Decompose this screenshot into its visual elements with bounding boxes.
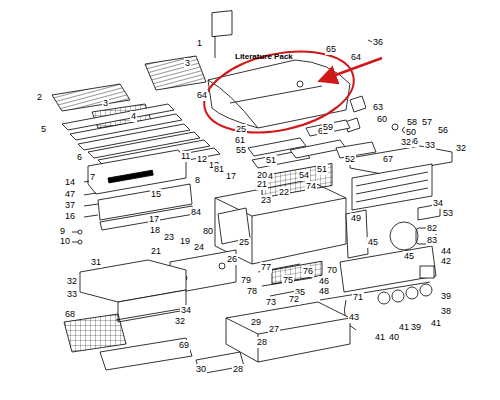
callout-number: 73 — [265, 297, 277, 308]
callout-number: 21 — [256, 179, 268, 190]
callout-number: 68 — [64, 309, 76, 320]
callout-number: 2 — [36, 92, 43, 103]
callout-number: 32 — [66, 276, 78, 287]
callout-number: 57 — [421, 117, 433, 128]
callout-number: 38 — [440, 306, 452, 317]
callout-number: 27 — [268, 324, 280, 335]
callout-number: 83 — [426, 235, 438, 246]
callout-number: 17 — [148, 214, 160, 225]
callout-number: 30 — [195, 364, 207, 375]
callout-number: 11 — [180, 151, 191, 162]
callout-number: 5 — [40, 124, 47, 135]
callout-number: 79 — [240, 275, 252, 286]
callout-number: 65 — [325, 44, 337, 55]
callout-number: 45 — [367, 237, 379, 248]
callout-number: 84 — [190, 207, 202, 218]
callout-number: 28 — [232, 364, 244, 375]
part-name: Literature Pack — [234, 51, 294, 62]
callout-number: 15 — [150, 189, 162, 200]
callout-number: 70 — [326, 265, 338, 276]
callout-number: 26 — [226, 254, 238, 265]
callout-number: 37 — [64, 200, 76, 211]
callout-number: 23 — [260, 195, 272, 206]
callout-number: 40 — [388, 332, 400, 343]
callout-number: 18 — [149, 225, 161, 236]
callout-number: 28 — [256, 337, 268, 348]
callout-number: 39 — [410, 322, 422, 333]
callout-number: 45 — [403, 251, 415, 262]
callout-number: 55 — [235, 145, 247, 156]
callout-number: 32 — [174, 316, 186, 327]
callout-number: 60 — [376, 114, 388, 125]
callout-number: 51 — [265, 155, 277, 166]
callout-number: 64 — [350, 52, 362, 63]
callout-number: 3 — [102, 98, 109, 109]
callout-number: 78 — [246, 286, 258, 297]
callout-number: 43 — [348, 312, 360, 323]
callout-number: 21 — [150, 246, 162, 257]
callout-number: 1 — [196, 38, 203, 49]
callout-number: 82 — [426, 223, 438, 234]
callout-number: 34 — [180, 305, 192, 316]
callout-number: 7 — [89, 172, 96, 183]
callout-number: 22 — [278, 187, 290, 198]
callout-number: 81 — [213, 164, 225, 175]
callout-number: 12 — [196, 154, 208, 165]
callout-number: 53 — [442, 208, 454, 219]
callout-number: 80 — [202, 226, 214, 237]
callout-number: 71 — [352, 292, 364, 303]
callout-number: 51 — [316, 164, 328, 175]
callout-number: 14 — [64, 177, 76, 188]
callout-number: 72 — [288, 294, 300, 305]
callout-number: 25 — [235, 124, 247, 135]
callout-number: 8 — [194, 175, 201, 186]
callout-number: 3 — [184, 58, 191, 69]
callout-number: 52 — [344, 154, 356, 165]
callout-number: 29 — [250, 317, 262, 328]
callout-number: 63 — [372, 102, 384, 113]
callout-number: 23 — [163, 232, 175, 243]
callout-number: 41 — [374, 332, 386, 343]
callout-number: 42 — [440, 256, 452, 267]
callout-number: 32 — [455, 143, 467, 154]
callout-number: 4 — [130, 111, 137, 122]
callout-number: 48 — [318, 286, 330, 297]
callout-number: 67 — [382, 154, 394, 165]
callout-number: 19 — [179, 236, 191, 247]
callout-number: 10 — [59, 236, 71, 247]
callout-number: 6 — [76, 152, 83, 163]
callout-number: 41 — [398, 322, 410, 333]
callout-number: 33 — [424, 140, 436, 151]
callout-number: 77 — [260, 262, 272, 273]
callout-number: 47 — [64, 189, 76, 200]
callout-number: 76 — [302, 266, 314, 277]
callout-number: 39 — [440, 291, 452, 302]
callout-number: 31 — [90, 257, 102, 268]
callout-number: 25 — [238, 237, 250, 248]
callout-number: 32 — [400, 137, 412, 148]
callout-number: 49 — [350, 213, 362, 224]
callout-number: 59 — [322, 122, 334, 133]
callout-number: 24 — [193, 242, 205, 253]
callout-number: 75 — [282, 275, 294, 286]
callout-number: 56 — [437, 125, 449, 136]
callout-number: 74 — [305, 181, 317, 192]
callout-number: 33 — [66, 289, 78, 300]
callout-number: 16 — [64, 211, 76, 222]
callout-number: 17 — [225, 171, 237, 182]
callout-number: 41 — [430, 318, 442, 329]
callout-number: 36 — [372, 37, 384, 48]
callout-number: 54 — [298, 170, 310, 181]
callout-number: 64 — [196, 90, 208, 101]
callout-number: 69 — [178, 340, 190, 351]
